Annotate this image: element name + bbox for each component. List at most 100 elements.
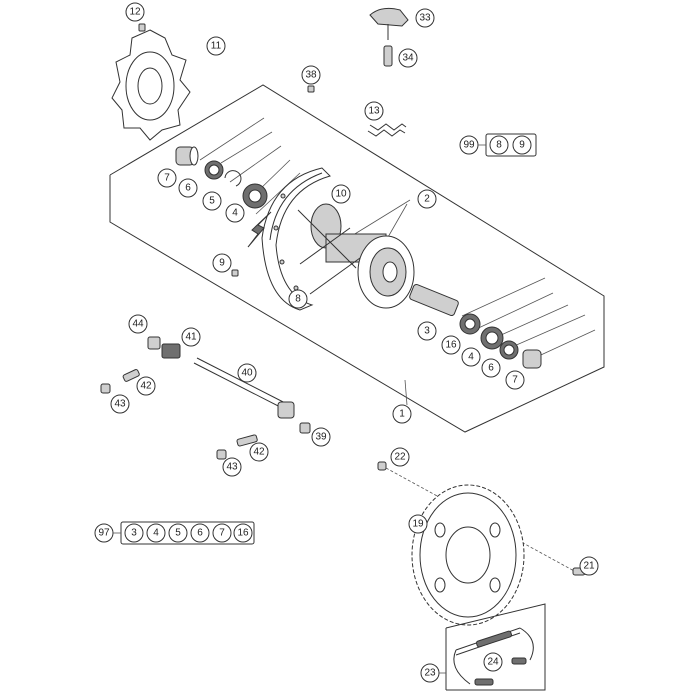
callout-43-right[interactable]: 43 (222, 457, 242, 477)
chain-kit-box (445, 603, 546, 691)
callout-4-left[interactable]: 4 (225, 203, 245, 223)
disc-screw (138, 23, 146, 32)
right-bearing-4 (480, 326, 504, 350)
callout-42-right[interactable]: 42 (249, 442, 269, 462)
right-seal-6 (499, 340, 519, 360)
adjuster-nut-left (100, 383, 111, 394)
svg-text:23: 23 (424, 668, 436, 679)
callout-19[interactable]: 19 (408, 514, 428, 534)
svg-text:7: 7 (164, 173, 170, 184)
svg-text:43: 43 (114, 399, 126, 410)
callout-97[interactable]: 97 (94, 523, 114, 543)
svg-text:6: 6 (488, 363, 494, 374)
svg-text:2: 2 (424, 194, 430, 205)
kit-97[interactable]: 3 4 5 6 7 16 (120, 521, 255, 545)
callout-8[interactable]: 8 (288, 289, 308, 309)
callout-22[interactable]: 22 (390, 447, 410, 467)
kit-99-item-1: 9 (512, 135, 532, 155)
svg-text:40: 40 (241, 368, 253, 379)
callout-39[interactable]: 39 (311, 427, 331, 447)
svg-text:33: 33 (419, 13, 431, 24)
right-bearing-16 (459, 313, 481, 335)
assembly-frame (109, 84, 605, 433)
svg-text:16: 16 (237, 528, 249, 539)
right-spacer (409, 283, 459, 317)
callout-24[interactable]: 24 (483, 652, 503, 672)
kit-99-item-0: 8 (489, 135, 509, 155)
callout-42-left[interactable]: 42 (136, 376, 156, 396)
callout-38[interactable]: 38 (301, 65, 321, 85)
adjuster-nut-right (216, 449, 227, 460)
wheel-hub (297, 203, 415, 309)
axle-nut (299, 422, 311, 434)
spoke-nipple (367, 123, 407, 137)
kit-99[interactable]: 8 9 (485, 133, 537, 157)
svg-text:1: 1 (399, 409, 405, 420)
svg-text:4: 4 (232, 208, 238, 219)
callout-9[interactable]: 9 (212, 253, 232, 273)
left-circlip (224, 170, 242, 187)
svg-text:10: 10 (335, 189, 347, 200)
kit-97-item-3: 6 (190, 523, 210, 543)
callout-2[interactable]: 2 (417, 189, 437, 209)
left-spacer (175, 146, 199, 166)
svg-text:44: 44 (132, 319, 144, 330)
svg-text:8: 8 (496, 140, 502, 151)
svg-text:99: 99 (463, 140, 475, 151)
svg-text:5: 5 (175, 528, 181, 539)
left-shaft-seal (204, 160, 224, 180)
svg-text:8: 8 (295, 294, 301, 305)
callout-10[interactable]: 10 (331, 184, 351, 204)
svg-text:7: 7 (219, 528, 225, 539)
svg-text:39: 39 (315, 432, 327, 443)
kit-97-item-0: 3 (124, 523, 144, 543)
brake-disc (111, 29, 191, 141)
callout-11[interactable]: 11 (206, 36, 226, 56)
svg-text:19: 19 (412, 519, 424, 530)
leader-lines-left (199, 117, 596, 406)
callout-41[interactable]: 41 (181, 327, 201, 347)
callout-43-left[interactable]: 43 (110, 394, 130, 414)
chain (453, 627, 534, 686)
callout-34[interactable]: 34 (398, 48, 418, 68)
callout-99[interactable]: 99 (459, 135, 479, 155)
callout-21[interactable]: 21 (579, 556, 599, 576)
svg-text:16: 16 (445, 340, 457, 351)
sprocket-nut (377, 461, 387, 471)
svg-text:42: 42 (253, 447, 265, 458)
svg-text:9: 9 (219, 258, 225, 269)
callout-44[interactable]: 44 (128, 314, 148, 334)
callout-13[interactable]: 13 (364, 101, 384, 121)
rim (261, 167, 331, 311)
svg-text:3: 3 (424, 326, 430, 337)
svg-text:22: 22 (394, 452, 406, 463)
svg-text:97: 97 (98, 528, 110, 539)
rotation-arrow (247, 211, 272, 248)
wheel-axle (193, 357, 295, 419)
callout-6-right[interactable]: 6 (481, 358, 501, 378)
callout-7-left[interactable]: 7 (157, 168, 177, 188)
svg-text:5: 5 (209, 196, 215, 207)
svg-text:7: 7 (512, 375, 518, 386)
callout-5[interactable]: 5 (202, 191, 222, 211)
callout-16[interactable]: 16 (441, 335, 461, 355)
callout-4-right[interactable]: 4 (461, 347, 481, 367)
spoke-nipple-small (231, 269, 239, 277)
rear-sprocket (411, 484, 525, 626)
callout-3-right[interactable]: 3 (417, 321, 437, 341)
callout-12[interactable]: 12 (125, 2, 145, 22)
callout-33[interactable]: 33 (415, 8, 435, 28)
kit-97-item-2: 5 (168, 523, 188, 543)
left-bearing (242, 183, 268, 209)
svg-text:21: 21 (583, 561, 595, 572)
adjuster-bolt-right (236, 434, 258, 447)
svg-text:12: 12 (129, 7, 141, 18)
callout-23[interactable]: 23 (420, 663, 440, 683)
callout-1[interactable]: 1 (392, 404, 412, 424)
callout-6-left[interactable]: 6 (178, 178, 198, 198)
svg-text:6: 6 (185, 183, 191, 194)
sprocket-axis-line (385, 467, 577, 573)
valve-cap (307, 85, 315, 93)
callout-40[interactable]: 40 (237, 363, 257, 383)
callout-7-right[interactable]: 7 (505, 370, 525, 390)
